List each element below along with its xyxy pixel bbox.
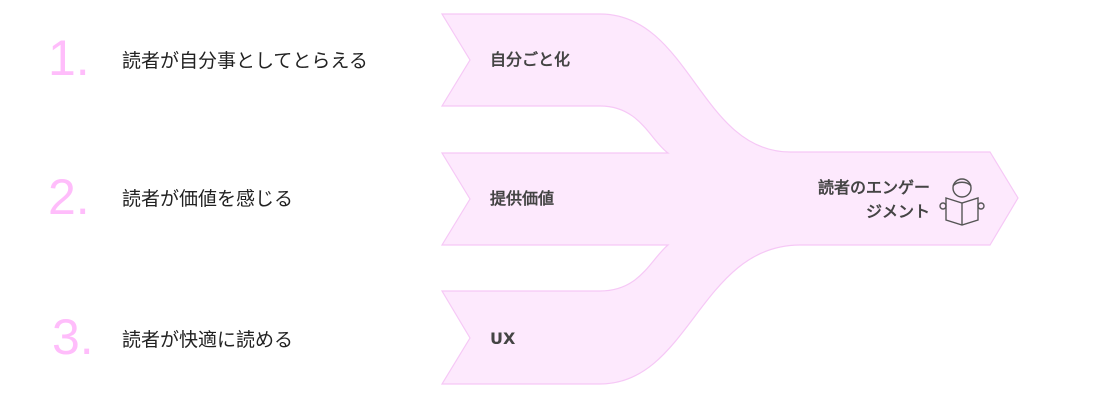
step-number-2: 2. [48,169,90,225]
merging-arrow-shape [440,13,1019,385]
step-label-3: 読者が快適に読める [122,329,294,351]
step-label-1: 読者が自分事としてとらえる [122,50,368,72]
goal-label-line1: 読者のエンゲー [817,178,930,197]
stage-label-1: 自分ごと化 [490,50,571,69]
stage-label-2: 提供価値 [490,189,555,208]
goal-label: 読者のエンゲー ジメント [770,176,930,224]
goal-label-line2: ジメント [865,202,930,221]
step-number-3: 3. [52,309,94,365]
stage-label-3: UX [490,329,516,348]
step-number-1: 1. [48,30,90,86]
step-label-2: 読者が価値を感じる [122,188,294,210]
reading-person-icon [939,178,985,226]
